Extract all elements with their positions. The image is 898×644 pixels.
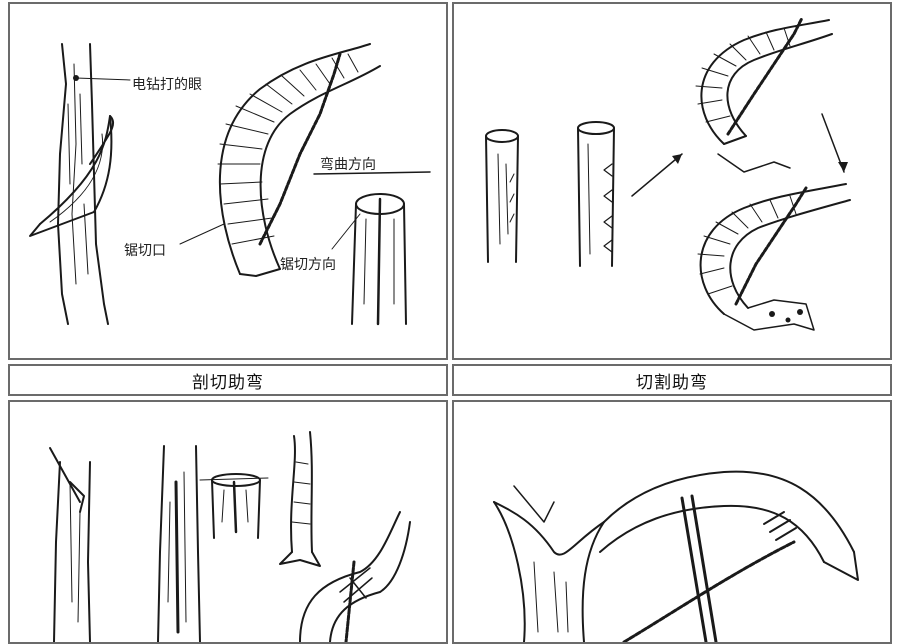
illustration-split-cut: [29, 43, 431, 326]
illustration-bottom-right: [493, 470, 859, 642]
label-saw-direction: 锯切方向: [280, 257, 336, 273]
panel-cutting-bending: [452, 2, 892, 360]
label-bend-direction: 弯曲方向: [320, 157, 376, 173]
illustration-cutting: [485, 16, 851, 331]
illustration-bottom-left: [49, 431, 411, 642]
panel-bottom-left-illustration: [8, 400, 448, 644]
panel-split-cut-bending: 电钻打的眼 锯切口 弯曲方向 锯切方向: [8, 2, 448, 360]
caption-cutting-bending: 切割助弯: [452, 364, 892, 396]
panel-bottom-right-illustration: [452, 400, 892, 644]
caption-split-cut-bending: 剖切助弯: [8, 364, 448, 396]
label-drill-hole: 电钻打的眼: [132, 77, 202, 93]
label-saw-cut: 锯切口: [124, 243, 166, 259]
